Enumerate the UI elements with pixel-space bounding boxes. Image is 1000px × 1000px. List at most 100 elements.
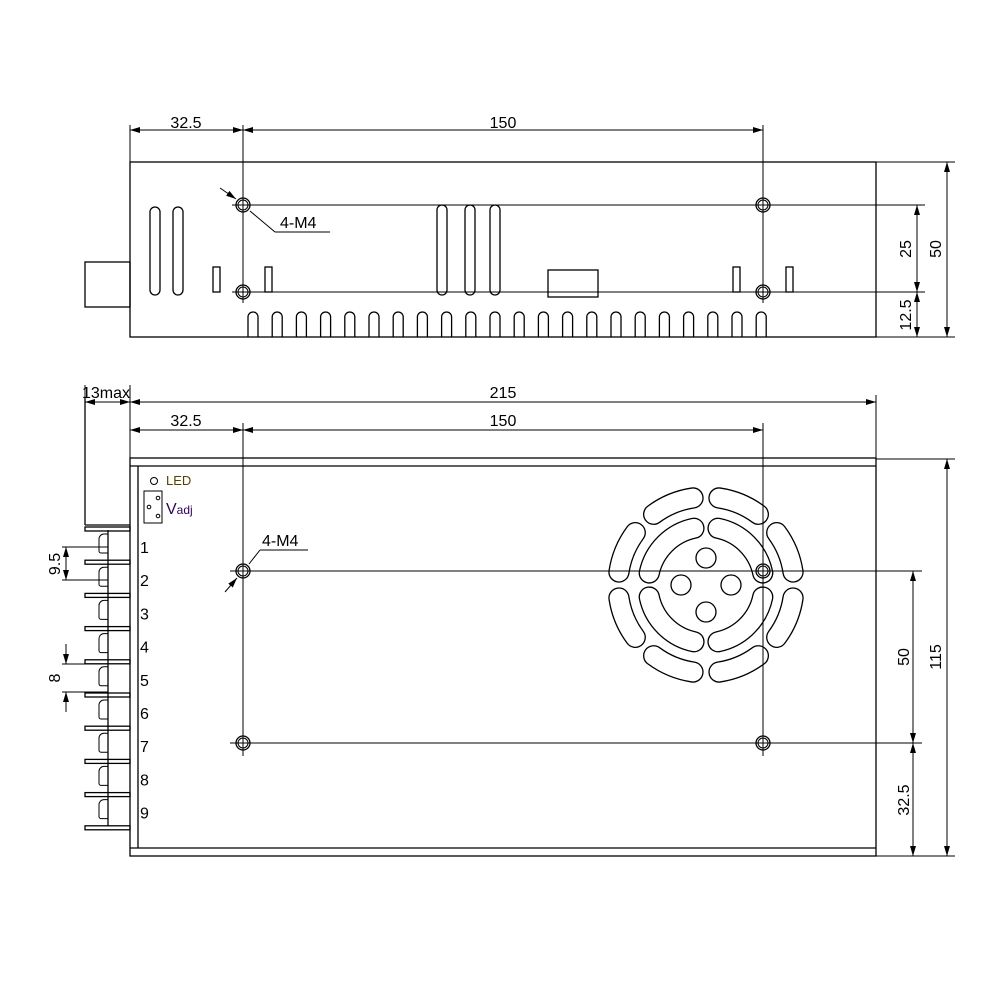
fan-outer-slot (766, 522, 804, 583)
mounting-hole (232, 194, 254, 216)
cooling-fin (247, 311, 259, 337)
mounting-hole (232, 560, 254, 582)
fan-outer-slot (766, 587, 804, 648)
tab (785, 266, 794, 293)
label-window (547, 269, 599, 298)
fan-outer-slot (643, 645, 704, 683)
top-hole-callout: 4-M4 (219, 187, 330, 233)
mounting-hole (752, 732, 774, 754)
dim-terminal-width: 8 (47, 644, 108, 712)
dim-left: 32.5 (130, 413, 243, 433)
fan-center-hole (695, 601, 717, 623)
cooling-fin (537, 311, 550, 337)
top-view-outline (129, 161, 877, 338)
dim-bottom: 32.5 (896, 743, 916, 856)
terminal-plate (84, 559, 131, 565)
terminal-number: 9 (140, 806, 149, 823)
dim-label: 150 (490, 413, 517, 430)
terminal-number: 8 (140, 772, 149, 789)
top-dim-hole-vertical: 25 (898, 205, 920, 292)
bottom-view: 13max 215 32.5 150 50 32.5 115 (47, 385, 955, 857)
top-view-connector (84, 261, 131, 308)
fan-outer-slot (608, 587, 646, 648)
mounting-hole (752, 194, 774, 216)
cooling-fin (344, 311, 356, 337)
mounting-hole (232, 732, 254, 754)
terminal-screw (98, 799, 108, 820)
terminal-plate (84, 625, 131, 632)
vadj-potentiometer (143, 490, 163, 524)
mounting-hole (752, 560, 774, 582)
terminal-number: 3 (140, 606, 149, 623)
cooling-fin (368, 311, 380, 337)
hole-label: 4-M4 (262, 533, 299, 550)
cooling-fin (416, 311, 429, 337)
vent-slot (149, 206, 161, 296)
terminal-screw (98, 732, 108, 753)
fan-inner-slot (638, 517, 705, 584)
dim-hole-spacing: 150 (243, 413, 763, 433)
tab (212, 266, 221, 293)
dim-label: 50 (928, 240, 945, 258)
cooling-fin (731, 311, 743, 337)
dim-label: 32.5 (170, 413, 201, 430)
terminal-plate (84, 725, 131, 731)
dim-hole-vertical: 50 (896, 571, 916, 743)
vadj-label: Vadj (166, 501, 193, 518)
fan-outer-slot (643, 487, 704, 525)
cooling-fin (295, 311, 308, 337)
vent-slot (464, 204, 476, 296)
terminal-number: 7 (140, 739, 149, 756)
terminal-screw (98, 566, 108, 587)
terminal-number: 4 (140, 640, 149, 657)
dim-label: 8 (47, 673, 64, 682)
terminal-screw (98, 699, 108, 720)
terminal-screw (98, 633, 108, 654)
terminal-number: 2 (140, 573, 149, 590)
dim-label: 13max (82, 385, 130, 402)
top-dim-hole-spacing: 150 (243, 115, 763, 133)
cooling-fin (561, 311, 574, 337)
fan-center-hole (720, 574, 742, 596)
fan-grill (608, 487, 804, 683)
terminal-plate (84, 592, 131, 599)
terminal-screw (98, 533, 108, 554)
cooling-fin (634, 311, 646, 337)
fan-inner-slot (707, 517, 774, 584)
bottom-hole-callout: 4-M4 (224, 533, 308, 593)
cooling-fin (392, 311, 404, 337)
cooling-fin (658, 311, 671, 337)
top-view: 32.5 150 25 12.5 50 4-M4 (84, 115, 955, 338)
fan-outer-slot (608, 522, 646, 583)
cooling-fin (755, 311, 767, 337)
terminal-screw (98, 765, 108, 786)
led-indicator (150, 477, 158, 485)
terminal-plate (84, 758, 131, 765)
dim-label: 50 (896, 648, 913, 666)
dim-length: 215 (130, 385, 876, 405)
vent-slot (172, 206, 184, 296)
terminal-plate (84, 791, 131, 798)
fan-outer-slot (708, 645, 769, 683)
dim-label: 32.5 (170, 115, 201, 132)
fan-center-hole (670, 574, 692, 596)
cooling-fin (682, 311, 695, 337)
dim-label: 25 (898, 240, 915, 258)
cooling-fin (440, 311, 453, 337)
cooling-fin (489, 311, 501, 337)
cooling-fin (319, 311, 332, 337)
top-dim-bottom: 12.5 (898, 292, 920, 337)
fan-inner-slot (638, 586, 705, 653)
vent-slot (436, 204, 448, 296)
vent-slot (489, 204, 501, 296)
led-label: LED (166, 473, 191, 488)
cooling-fin (465, 311, 477, 337)
terminal-number: 1 (140, 540, 149, 557)
cooling-fin (610, 311, 622, 337)
dim-label: 32.5 (896, 784, 913, 815)
hole-label: 4-M4 (280, 215, 317, 232)
terminal-number: 5 (140, 673, 149, 690)
dim-label: 215 (490, 385, 517, 402)
terminal-plate (84, 692, 131, 698)
terminal-plate (84, 825, 131, 831)
